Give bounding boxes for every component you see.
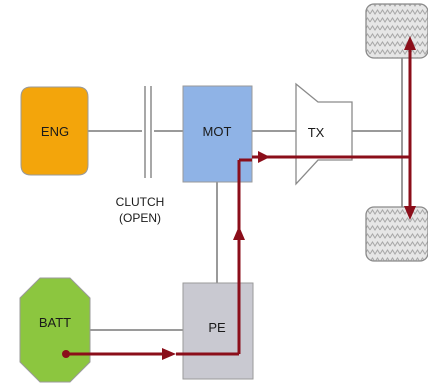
front-tire-icon <box>365 3 428 59</box>
power-electronics-block: PE <box>182 282 254 380</box>
clutch-label: CLUTCH <box>116 195 165 209</box>
clutch-icon <box>144 86 152 178</box>
power-flow-arrow-rear-wheel <box>404 206 416 220</box>
motor-label: MOT <box>203 124 232 139</box>
transmission-label: TX <box>308 125 325 140</box>
engine-block: ENG <box>20 86 89 176</box>
battery-label: BATT <box>39 315 71 330</box>
motor-block: MOT <box>182 85 253 183</box>
engine-label: ENG <box>41 124 69 139</box>
power-flow-arrow-front-wheel <box>404 36 416 50</box>
power-flow-arrow-to-tx <box>258 151 270 163</box>
transmission-block: TX <box>295 82 353 186</box>
power-flow-path <box>62 36 416 360</box>
pe-label: PE <box>208 320 226 335</box>
battery-block: BATT <box>19 277 91 383</box>
clutch-state-label: (OPEN) <box>119 211 161 225</box>
rear-tire-icon <box>365 206 428 262</box>
power-flow-arrow-right <box>162 348 176 360</box>
power-flow-arrow-up <box>233 226 245 240</box>
